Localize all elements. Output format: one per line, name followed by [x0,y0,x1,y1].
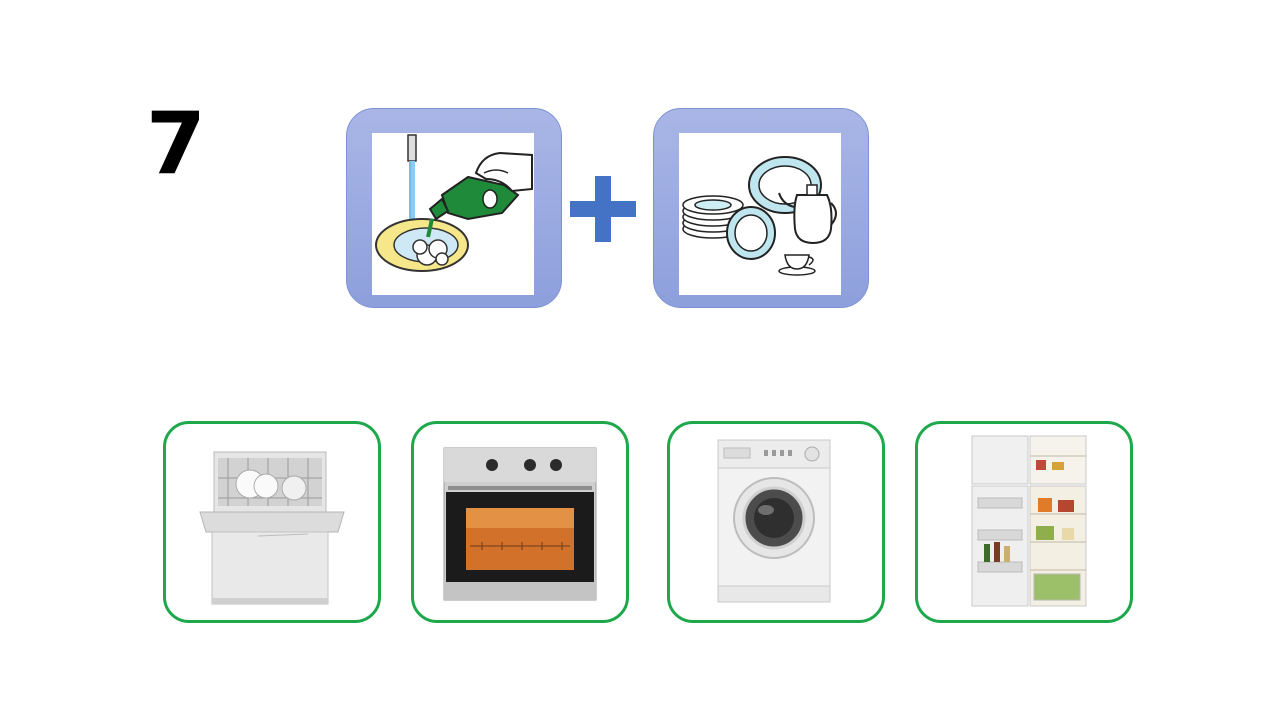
washing-dishes-pictogram [346,108,562,308]
dishes-icon [682,156,837,276]
option-refrigerator[interactable] [915,421,1133,623]
refrigerator-icon [971,435,1087,607]
slide-number: 7 [146,94,206,194]
dishwasher-icon [199,451,345,605]
option-washing-machine[interactable] [667,421,885,623]
washing-machine-icon [717,439,831,603]
plus-icon [570,176,636,242]
dishes-pictogram [653,108,869,308]
washing-dishes-icon [375,134,533,272]
oven-icon [443,447,597,601]
option-dishwasher[interactable] [163,421,381,623]
option-oven[interactable] [411,421,629,623]
